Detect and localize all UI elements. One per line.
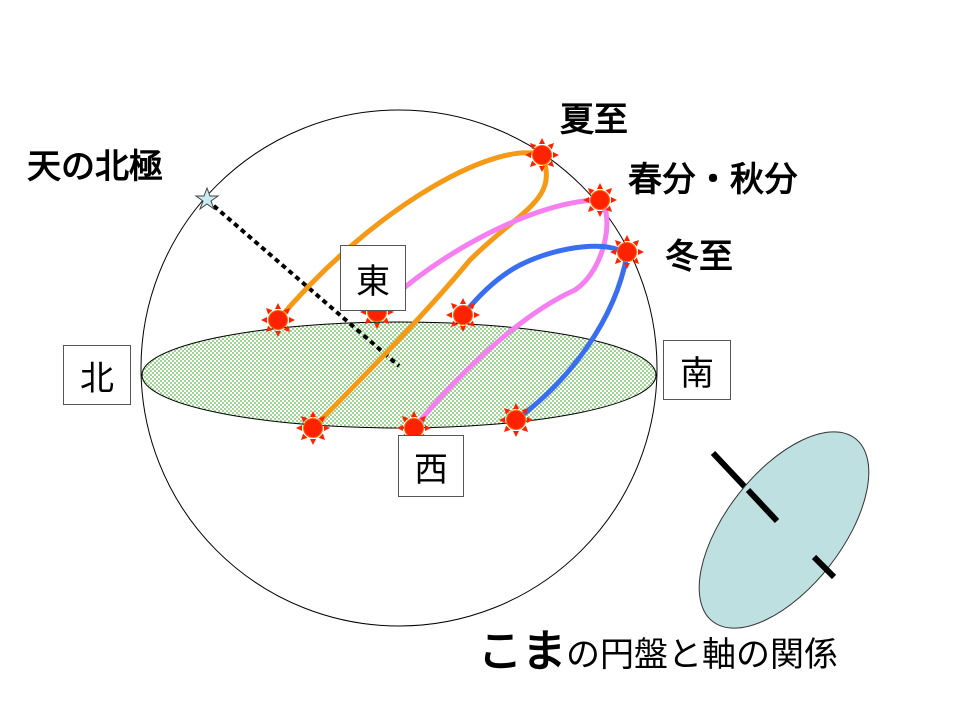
sun-winter-noon (609, 234, 645, 270)
caption-emphasis: こま (478, 626, 566, 677)
sun-equinox-noon (582, 182, 618, 218)
winter-solstice-path (461, 243, 630, 423)
summer-solstice-label: 夏至 (560, 100, 628, 140)
polar-axis-line (205, 198, 401, 368)
direction-south-label: 南 (680, 353, 714, 394)
direction-west-label: 西 (414, 449, 448, 490)
direction-east-box: 東 (340, 245, 406, 311)
direction-north-box: 北 (63, 345, 131, 405)
top-axle-lower (811, 554, 837, 580)
winter-solstice-label: 冬至 (665, 237, 733, 277)
direction-north-label: 北 (80, 358, 114, 399)
direction-east-label: 東 (356, 261, 390, 302)
top-axle-upper-over-disc (745, 487, 780, 524)
sun-winter-west (498, 402, 534, 438)
direction-west-box: 西 (398, 435, 464, 497)
direction-south-box: 南 (663, 340, 731, 400)
north-pole-star-icon (194, 186, 220, 211)
celestial-sphere (140, 109, 658, 627)
caption-text: の円盤と軸の関係 (566, 635, 838, 675)
top-disc (698, 431, 870, 629)
sun-summer-west (295, 410, 331, 446)
sun-summer-east (260, 302, 296, 338)
equinox-label: 春分・秋分 (628, 160, 798, 200)
celestial-north-pole-label: 天の北極 (27, 147, 163, 187)
sun-winter-east (445, 297, 481, 333)
equinox-path (375, 197, 610, 430)
top-caption: こまの円盤と軸の関係 (478, 630, 838, 674)
summer-solstice-path (276, 150, 549, 430)
sun-summer-noon (524, 137, 560, 173)
